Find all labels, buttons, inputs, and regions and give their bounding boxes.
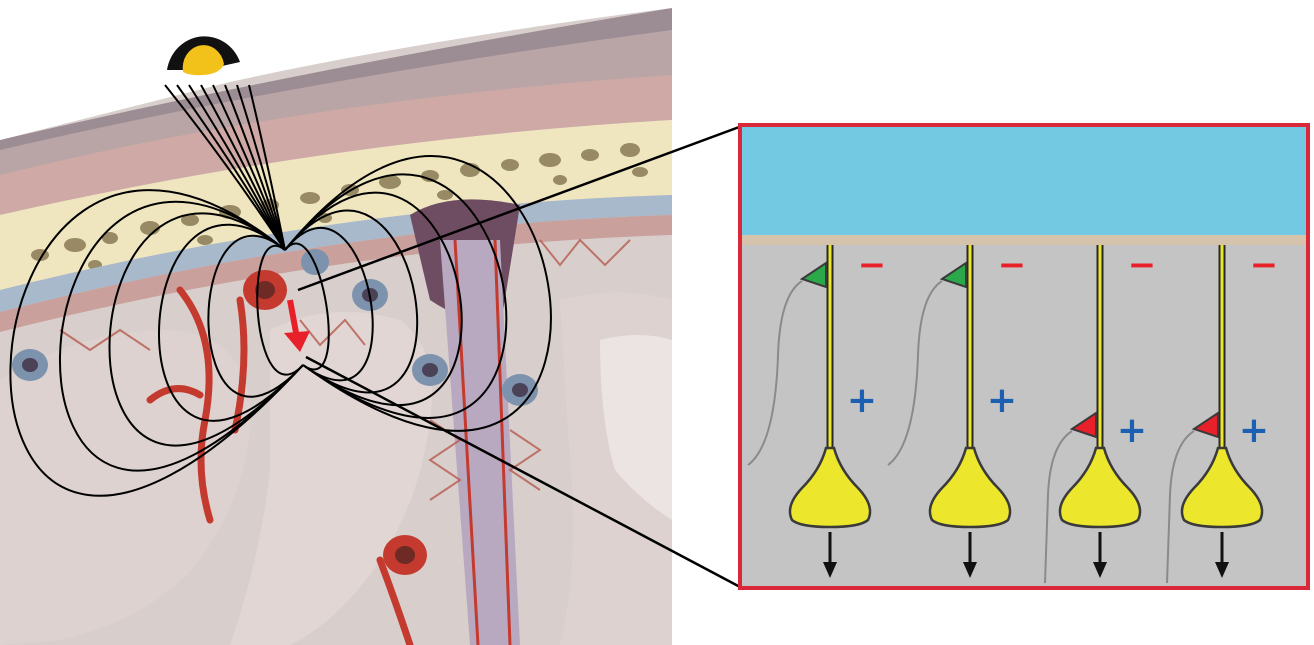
plus-sign: + bbox=[1117, 410, 1147, 451]
csf-layer bbox=[740, 125, 1308, 235]
minus-sign: − bbox=[858, 245, 887, 285]
plus-sign: + bbox=[1239, 410, 1269, 451]
pia-strip bbox=[740, 235, 1308, 245]
anatomy-panel bbox=[0, 0, 680, 645]
minus-sign: − bbox=[1128, 245, 1157, 285]
plus-sign: + bbox=[847, 380, 877, 421]
zoom-panel: − + − + − + − + bbox=[740, 125, 1308, 588]
meg-sensor-icon bbox=[167, 36, 240, 75]
minus-sign: − bbox=[998, 245, 1027, 285]
minus-sign: − bbox=[1250, 245, 1279, 285]
plus-sign: + bbox=[987, 380, 1017, 421]
